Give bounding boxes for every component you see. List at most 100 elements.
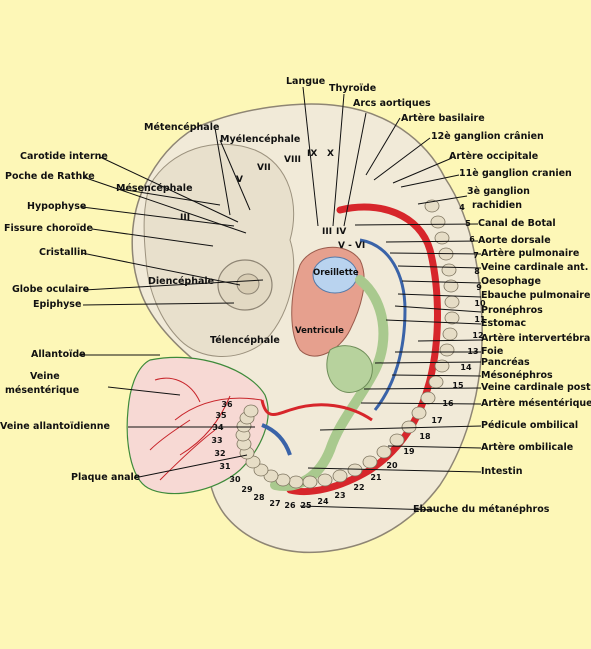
somite: [441, 263, 457, 277]
nerve-numeral: IX: [307, 149, 317, 159]
label-foie: Foie: [481, 346, 504, 357]
somite-number: 10: [474, 299, 486, 308]
somite: [442, 327, 458, 341]
label-ganglion-12: 12è ganglion crânien: [431, 131, 544, 142]
label-epiphyse: Epiphyse: [33, 299, 82, 310]
allantois-vessels: [149, 377, 263, 481]
label-ebauche-pulmonaire: Ebauche pulmonaire: [481, 290, 591, 301]
label-ganglion-11: 11è ganglion cranien: [459, 168, 572, 179]
somite-number: 5: [465, 219, 471, 228]
leader-lines: [79, 86, 482, 511]
label-ganglion-3-line1: 3è ganglion: [467, 186, 530, 197]
somite-number: 6: [469, 235, 475, 244]
label-allantoide: Allantoïde: [31, 349, 86, 360]
allantois-sac: [126, 356, 269, 495]
label-metencephale: Métencéphale: [144, 122, 220, 133]
somite: [439, 343, 455, 357]
somite-number: 31: [219, 462, 231, 471]
somite: [430, 215, 446, 229]
somite: [332, 469, 348, 483]
somite-number: 29: [241, 485, 253, 494]
label-veine-allantoidienne: Veine allantoïdienne: [0, 421, 110, 432]
somite: [428, 375, 444, 389]
label-hypophyse: Hypophyse: [27, 201, 87, 212]
in-figure-labels: III V VII VIII IX X III IV V - VI: [180, 149, 365, 251]
somite: [347, 463, 363, 477]
cardinal-vein: [359, 238, 407, 411]
somite: [424, 199, 440, 213]
label-artere-occipitale: Artère occipitale: [449, 151, 539, 162]
label-artere-ombilicale: Artère ombilicale: [481, 442, 574, 453]
label-pedicule-ombilical: Pédicule ombilical: [481, 420, 579, 431]
somite: [401, 420, 417, 434]
somite-number: 36: [221, 400, 233, 409]
somite-row: [235, 199, 460, 489]
arch-numeral: V - VI: [338, 241, 365, 251]
label-veine-mesenterique-line2: mésentérique: [5, 385, 80, 396]
label-fissure-choroide: Fissure choroïde: [4, 223, 93, 234]
label-myelencephale: Myélencéphale: [220, 134, 301, 145]
nerve-numeral: VIII: [284, 155, 301, 165]
label-artere-mesenterique: Artère mésentérique: [481, 398, 591, 409]
somite-number: 18: [419, 432, 431, 441]
label-canal-botal: Canal de Botal: [478, 218, 556, 229]
label-oreillette: Oreillette: [313, 268, 359, 278]
somite: [434, 231, 450, 245]
allantoic-vein: [261, 423, 292, 456]
somite-number: 13: [467, 347, 478, 356]
somite-number: 22: [353, 483, 364, 492]
somite-number: 21: [370, 473, 382, 482]
nerve-numeral: V: [236, 175, 243, 185]
somite-numbers: 4567891011121314151617181920212223242526…: [211, 203, 486, 510]
label-veine-cardinale-ant: Veine cardinale ant.: [481, 262, 589, 273]
label-thyroide: Thyroïde: [329, 83, 377, 94]
somite-number: 23: [334, 491, 345, 500]
somite-number: 8: [474, 267, 480, 276]
somite: [389, 433, 405, 447]
label-pronephros: Pronéphros: [481, 305, 543, 316]
arch-numeral: IV: [336, 227, 346, 237]
somite-number: 32: [214, 449, 225, 458]
somite-number: 27: [269, 499, 280, 508]
somite: [444, 311, 460, 325]
somite: [434, 359, 450, 373]
somite: [444, 295, 460, 309]
somite-number: 24: [317, 497, 329, 506]
label-oesophage: Oesophage: [481, 276, 541, 287]
label-artere-pulmonaire: Artère pulmonaire: [481, 248, 580, 259]
somite-number: 12: [472, 331, 483, 340]
somite: [443, 279, 459, 293]
somite-number: 19: [403, 447, 415, 456]
label-ebauche-metanephros: Ebauche du métanéphros: [413, 504, 550, 515]
nerve-numeral: X: [327, 149, 334, 159]
somite-number: 11: [474, 315, 486, 324]
arch-numeral: III: [322, 227, 332, 237]
somite: [411, 406, 427, 420]
label-intestin: Intestin: [481, 466, 523, 477]
somite: [420, 391, 436, 405]
nerve-numeral: III: [180, 213, 190, 223]
somite-number: 14: [460, 363, 472, 372]
somite-number: 26: [284, 501, 296, 510]
label-aorte-dorsale: Aorte dorsale: [478, 235, 551, 246]
somite-number: 33: [211, 436, 222, 445]
nerve-numeral: VII: [257, 163, 271, 173]
somite-number: 9: [476, 283, 482, 292]
somite-number: 30: [229, 475, 241, 484]
somite-number: 17: [431, 416, 442, 425]
label-telencephale: Télencéphale: [210, 335, 280, 346]
somite-number: 4: [459, 203, 465, 212]
somite: [362, 455, 378, 469]
label-carotide-interne: Carotide interne: [20, 151, 108, 162]
label-ventricule: Ventricule: [295, 326, 344, 336]
somite: [243, 404, 259, 418]
label-veine-cardinale-post: Veine cardinale post.: [481, 382, 591, 393]
somite-number: 16: [442, 399, 454, 408]
somite-number: 28: [253, 493, 265, 502]
somite: [376, 445, 392, 459]
label-mesonephros: Mésonéphros: [481, 370, 553, 381]
somite: [302, 475, 318, 489]
somite: [288, 475, 304, 489]
label-arcs-aortiques: Arcs aortiques: [353, 98, 431, 109]
